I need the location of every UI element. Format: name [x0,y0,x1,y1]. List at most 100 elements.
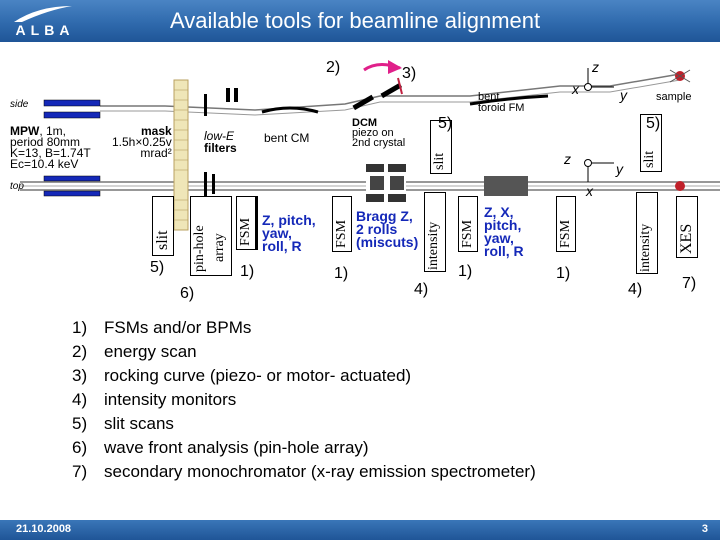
tool-item-5: 5) slit scans [72,412,536,436]
slit-box-2 [430,120,452,174]
header-bar: ALBA Available tools for beamline alignm… [0,0,720,42]
intensity-box-2 [636,192,658,274]
tool-text: FSMs and/or BPMs [104,318,252,337]
fsm-label-3: FSM [460,219,475,248]
filters-line-1: low-E [204,129,235,143]
fsm-box-2 [332,196,352,252]
page-number: 3 [701,523,708,535]
sample-label: sample [656,91,692,103]
slit-label-2: slit [432,152,447,170]
tool-text: secondary monochromator (x-ray emission … [104,462,536,481]
axis-x-bottom: x [586,183,593,199]
cm-motion-1: Z, pitch, [262,212,316,228]
cm-note-bracket [256,196,258,250]
page-title: Available tools for beamline alignment [170,8,541,33]
axis-z-bottom: z [564,151,571,167]
source-param-2: period 80mm [10,135,81,149]
tool-number: 2) [72,342,88,361]
tool-item-3: 3) rocking curve (piezo- or motor- actuat… [72,364,536,388]
intensity-label-1: intensity [426,221,441,270]
dcm-motions: Bragg Z, 2 rolls (miscuts) [356,208,419,250]
tools-list: 1) FSMs and/or BPMs 2)energy scan 3) rocki… [72,316,536,484]
fsm-label-1: FSM [238,217,253,246]
undulator-magnets-top [43,175,101,197]
bent-fm-label: bent toroid FM [478,92,524,114]
callout-1-b: 1) [334,265,349,282]
fm-motion-2: pitch, [484,217,522,233]
tool-item-4: 4) intensity monitors [72,388,536,412]
fsm-box-3 [458,196,478,252]
fm-motion-1: Z, X, [484,204,514,220]
cm-motions: Z, pitch, yaw, roll, R [262,212,316,254]
mask-line-3: mrad² [140,146,172,160]
tool-number: 6) [72,438,88,457]
fsm-label-2: FSM [334,219,349,248]
tool-item-1: 1) FSMs and/or BPMs [72,316,536,340]
tool-number: 3) [72,366,88,385]
tool-number: 5) [72,414,88,433]
source-name: MPW [10,124,40,138]
slit-label-3: slit [642,150,657,168]
tool-number: 7) [72,462,88,481]
tool-number: 4) [72,390,88,409]
source-label: MPW, 1m, period 80mm K=13, B=1.74T Ec=10… [10,124,91,170]
tool-item-2: 2)energy scan [72,340,536,364]
source-param-1: , 1m, [39,124,66,138]
axis-z-top: z [592,59,599,75]
fm-motions: Z, X, pitch, yaw, roll, R [484,204,524,259]
pinhole-array-box [190,196,232,276]
intensity-box-1 [424,192,446,272]
mask-line-2: 1.5h×0.25v [112,135,172,149]
callout-7: 7) [682,275,697,292]
slit-label-1: slit [154,230,171,250]
array-label: array [212,233,227,262]
bent-cm-label: bent CM [264,131,310,145]
tool-text: intensity monitors [104,390,237,409]
callout-3: 3) [402,65,417,82]
logo-text: ALBA [15,22,75,38]
undulator-magnets-side [43,99,101,119]
callout-2: 2) [326,59,341,76]
footer-date: 21.10.2008 [16,523,72,535]
cm-motion-2: yaw, [262,225,292,241]
swoosh-icon [14,6,72,22]
slit-box-3 [640,114,662,172]
callout-1-c: 1) [458,263,473,280]
dcm-line-3: 2nd crystal [352,137,406,149]
axis-y-bottom: y [616,161,623,177]
callout-5-left: 5) [150,259,165,276]
tool-item-7: 7) secondary monochromator (x-ray emissio… [72,460,536,484]
callout-1-a: 1) [240,263,255,280]
dcm-motion-1: Bragg Z, [356,208,413,224]
axis-y-top: y [620,87,627,103]
dcm-line-2: piezo on [352,127,394,139]
callout-1-d: 1) [556,265,571,282]
callout-4-b: 4) [628,281,643,298]
slit-box-1 [152,196,174,256]
callout-4-a: 4) [414,281,429,298]
pinhole-label: pin-hole [192,225,207,272]
xes-box [676,196,698,258]
filters-label: low-E filters [204,130,237,154]
dcm-label: DCM piezo on 2nd crystal [352,117,406,149]
filters-line-2: filters [204,141,237,155]
tool-item-6: 6)wave front analysis (pin-hole array) [72,436,536,460]
fm-motion-4: roll, R [484,243,524,259]
dcm-name: DCM [352,117,378,129]
bent-fm-line-1: bent [478,91,500,103]
callout-5-sample: 5) [646,115,661,132]
mask-name: mask [141,124,172,138]
tool-number: 1) [72,318,88,337]
source-param-3: K=13, B=1.74T [10,146,91,160]
footer-bar: 21.10.2008 3 [0,520,720,540]
fm-motion-3: yaw, [484,230,514,246]
top-view-label: top [10,181,24,192]
mask-label: mask 1.5h×0.25v mrad² [112,124,172,160]
dcm-motion-3: (miscuts) [356,234,419,250]
fsm-label-4: FSM [558,219,573,248]
tool-text: slit scans [104,414,174,433]
cm-motion-3: roll, R [262,238,302,254]
tool-text: rocking curve (piezo- or motor- actuated… [104,366,412,385]
xes-label: XES [678,223,695,254]
